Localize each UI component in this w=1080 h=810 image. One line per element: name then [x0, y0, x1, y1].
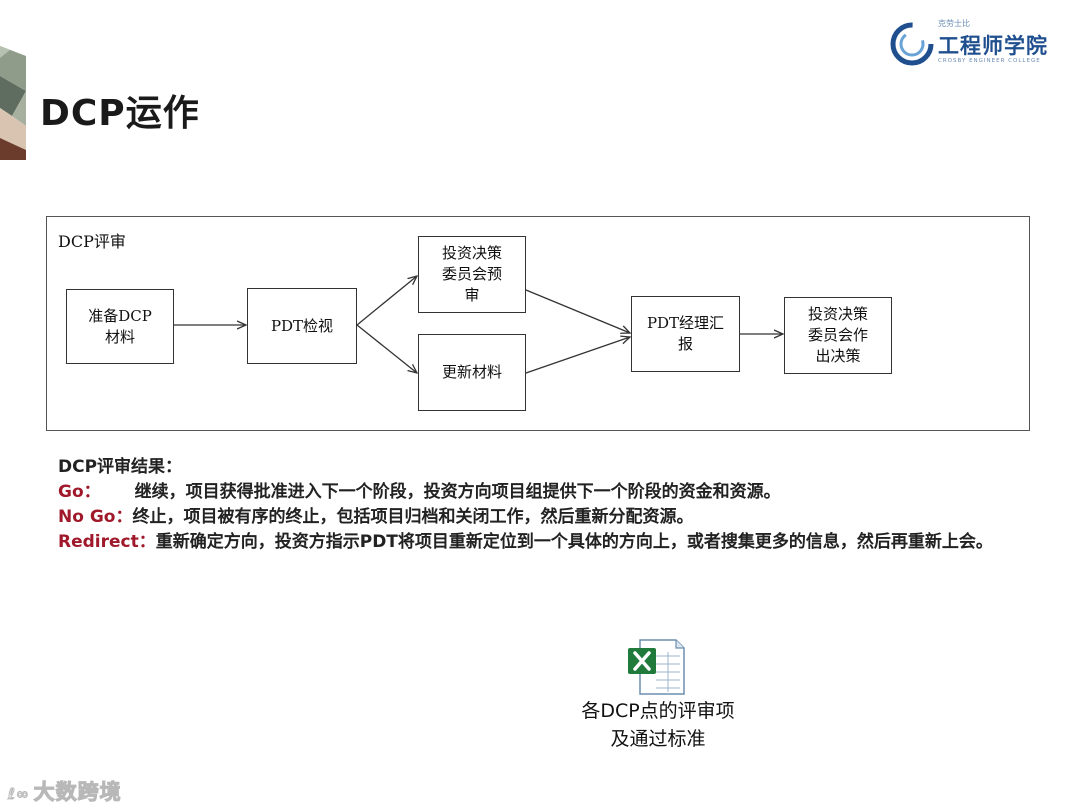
result-go: Go： 继续，项目获得批准进入下一个阶段，投资方向项目组提供下一个阶段的资金和资源… — [58, 480, 1028, 505]
diagram-frame — [46, 216, 1030, 431]
result-go-key: Go： — [58, 482, 101, 502]
node-committee-prereview: 投资决策委员会预审 — [418, 236, 526, 313]
logo-main-text: 工程师学院 — [938, 34, 1048, 58]
excel-caption-line2: 及通过标准 — [610, 728, 706, 750]
excel-file-icon[interactable] — [626, 638, 688, 696]
node-pdt-manager-report: PDT经理汇报 — [631, 296, 740, 372]
logo-sub-text: CROSBY ENGINEER COLLEGE — [938, 58, 1041, 64]
slide-decoration — [0, 46, 26, 160]
watermark: ℓ∞大数跨境 — [8, 776, 122, 806]
watermark-logo-icon: ℓ∞ — [8, 785, 30, 804]
node-committee-decision: 投资决策委员会作出决策 — [784, 297, 892, 374]
watermark-text: 大数跨境 — [33, 780, 122, 805]
results-heading: DCP评审结果： — [58, 457, 183, 477]
logo-top-text: 克劳士比 — [938, 19, 970, 28]
result-redirect-text: 重新确定方向，投资方指示PDT将项目重新定位到一个具体的方向上，或者搜集更多的信… — [155, 532, 993, 552]
excel-caption[interactable]: 各DCP点的评审项 及通过标准 — [560, 697, 756, 753]
result-nogo: No Go：终止，项目被有序的终止，包括项目归档和关闭工作，然后重新分配资源。 — [58, 505, 1028, 530]
result-redirect-key: Redirect： — [58, 532, 156, 552]
diagram-label: DCP评审 — [58, 232, 126, 251]
result-nogo-key: No Go： — [58, 507, 133, 527]
node-pdt-review: PDT检视 — [247, 288, 357, 364]
result-go-text: 继续，项目获得批准进入下一个阶段，投资方向项目组提供下一个阶段的资金和资源。 — [134, 482, 781, 502]
node-update-materials: 更新材料 — [418, 334, 526, 411]
logo-swirl-icon — [890, 22, 934, 66]
review-results: DCP评审结果： Go： 继续，项目获得批准进入下一个阶段，投资方向项目组提供下一… — [58, 455, 1028, 555]
slide-title: DCP运作 — [40, 93, 200, 134]
result-redirect: Redirect：重新确定方向，投资方指示PDT将项目重新定位到一个具体的方向上… — [58, 530, 1028, 555]
result-nogo-text: 终止，项目被有序的终止，包括项目归档和关闭工作，然后重新分配资源。 — [132, 507, 694, 527]
excel-caption-line1: 各DCP点的评审项 — [581, 700, 735, 722]
logo: 克劳士比 工程师学院 CROSBY ENGINEER COLLEGE — [888, 14, 1048, 74]
